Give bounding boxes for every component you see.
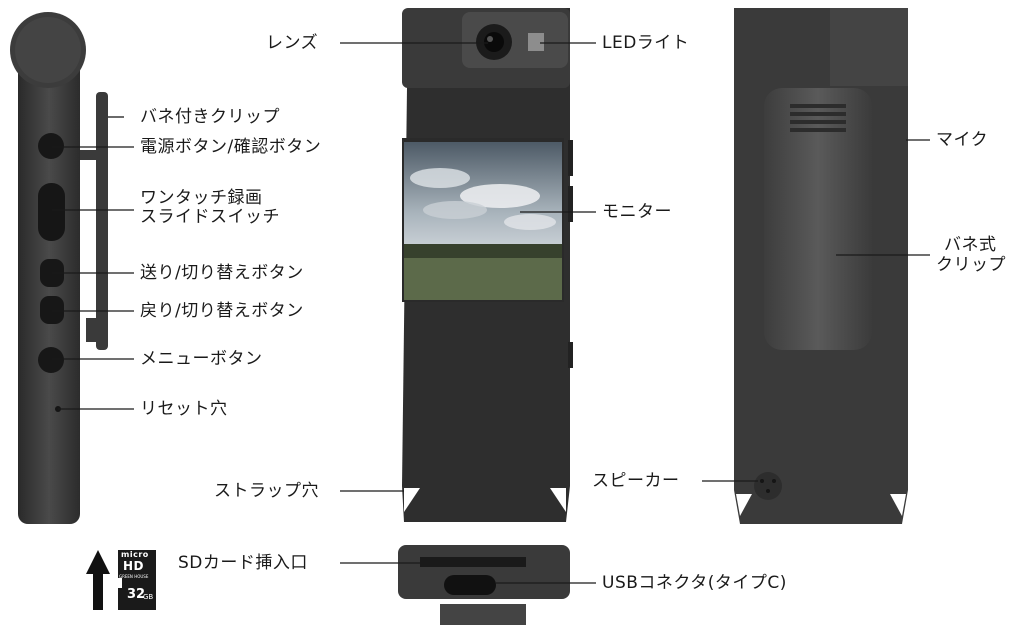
back-view-device xyxy=(734,8,908,524)
sd-card-maker: GREEN HOUSE xyxy=(119,574,149,579)
sd-card-type: HD xyxy=(123,559,145,573)
label-spring-clip-back-line2: クリップ xyxy=(936,255,1006,275)
label-back-button: 戻り/切り替えボタン xyxy=(140,301,304,321)
up-arrow-icon xyxy=(86,550,110,610)
bottom-view-device xyxy=(398,545,570,625)
label-usb-connector: USBコネクタ(タイプC) xyxy=(602,573,787,593)
label-one-touch-record-line2: スライドスイッチ xyxy=(140,207,280,227)
label-monitor: モニター xyxy=(602,202,672,222)
label-lens: レンズ xyxy=(266,33,319,53)
label-spring-clip-back-line1: バネ式 xyxy=(944,235,997,255)
label-power-button: 電源ボタン/確認ボタン xyxy=(140,137,322,157)
label-forward-button: 送り/切り替えボタン xyxy=(140,263,304,283)
label-one-touch-record-line1: ワンタッチ録画 xyxy=(140,188,263,208)
front-view-device xyxy=(402,8,573,522)
label-sd-slot: SDカード挿入口 xyxy=(178,553,308,573)
sd-card-capacity: 32 xyxy=(127,587,146,602)
label-menu-button: メニューボタン xyxy=(140,349,263,369)
label-strap-hole: ストラップ穴 xyxy=(214,481,319,501)
sd-card-brand: micro xyxy=(121,550,149,559)
sd-card-unit: GB xyxy=(143,593,154,601)
label-reset-hole: リセット穴 xyxy=(140,399,228,419)
microsd-card-icon xyxy=(118,550,156,610)
label-led-light: LEDライト xyxy=(602,33,690,53)
label-speaker: スピーカー xyxy=(592,471,680,491)
label-spring-clip: バネ付きクリップ xyxy=(140,107,280,127)
side-view-device xyxy=(10,12,108,524)
label-mic: マイク xyxy=(936,130,989,150)
callout-lines xyxy=(52,42,930,584)
